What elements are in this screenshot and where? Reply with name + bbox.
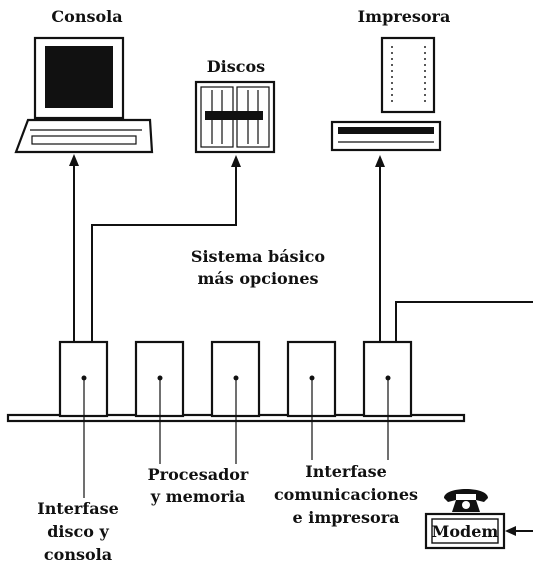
disks-icon (194, 80, 276, 154)
system-label-line2: más opciones (197, 269, 318, 288)
disk-console-label-line1: Interfase (37, 499, 119, 518)
disks-label: Discos (207, 57, 265, 76)
disk-console-label-line3: consola (44, 545, 112, 564)
modem-arrow (505, 526, 516, 536)
printer-arrow (375, 155, 385, 167)
communications-line (395, 301, 533, 342)
disks-connection (91, 162, 237, 342)
comm-printer-label-line3: e impresora (292, 508, 399, 527)
disk-console-label-line2: disco y (47, 522, 109, 541)
console-icon (14, 36, 154, 154)
modem-box (424, 512, 506, 550)
console-label: Consola (51, 7, 122, 26)
comm-printer-label-line1: Interfase (305, 462, 387, 481)
disks-arrow (231, 155, 241, 167)
printer-icon (330, 36, 442, 152)
console-arrow (69, 154, 79, 166)
processor-label-line2: y memoria (150, 487, 245, 506)
comm-printer-label-line2: comunicaciones (274, 485, 418, 504)
telephone-icon (444, 489, 488, 512)
processor-label-line1: Procesador (148, 465, 249, 484)
printer-label: Impresora (358, 7, 451, 26)
system-label-line1: Sistema básico (191, 247, 325, 266)
modem-label: Modem (432, 522, 499, 541)
